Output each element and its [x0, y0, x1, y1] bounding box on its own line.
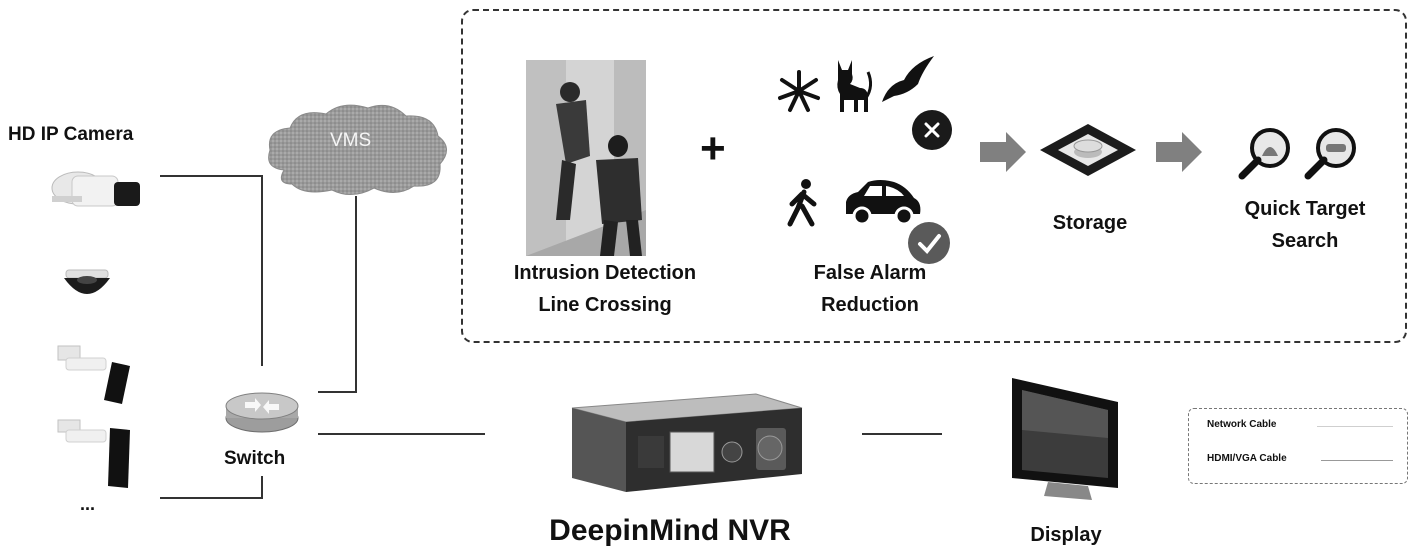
cat-icon [837, 60, 873, 112]
vms-label: VMS [330, 130, 372, 151]
magnifier-icon-2 [1304, 128, 1356, 180]
box-camera-icon-2 [57, 419, 130, 488]
x-circle-icon [912, 110, 952, 150]
nvr-label: DeepinMind NVR [549, 514, 791, 547]
walking-person-icon [787, 179, 817, 227]
magnifier-icon [1238, 128, 1290, 180]
right-arrow-icon-2 [1156, 132, 1202, 172]
search-line1: Quick Target [1244, 198, 1366, 220]
intrusion-line2: Line Crossing [538, 294, 672, 316]
plus-sign: + [700, 124, 726, 173]
check-circle-icon [908, 222, 950, 264]
cloud-icon [268, 104, 447, 195]
bullet-camera-icon [51, 171, 140, 207]
legend-network-label: Network Cable [1207, 419, 1277, 430]
box-camera-icon [57, 345, 130, 404]
car-icon [846, 180, 921, 226]
right-arrow-icon [980, 132, 1026, 172]
intrusion-line1: Intrusion Detection [513, 262, 697, 284]
dome-camera-icon [64, 269, 110, 294]
legend-hdmi-line [1321, 460, 1393, 461]
legend: Network Cable HDMI/VGA Cable [1188, 408, 1408, 484]
feature-panel [461, 9, 1407, 343]
storage-icon [1040, 124, 1136, 176]
plant-icon [778, 70, 820, 112]
storage-label: Storage [1052, 212, 1128, 234]
nvr-icon [571, 393, 803, 492]
switch-label: Switch [224, 448, 286, 469]
switch-icon [225, 392, 299, 433]
camera-title: HD IP Camera [8, 124, 134, 145]
monitor-icon [1012, 378, 1118, 500]
legend-network-line [1317, 426, 1393, 427]
display-label: Display [1030, 524, 1102, 546]
false-alarm-line2: Reduction [821, 294, 919, 316]
camera-more: ... [80, 494, 96, 514]
intrusion-photo [526, 60, 646, 256]
search-line2: Search [1271, 230, 1339, 252]
legend-hdmi-label: HDMI/VGA Cable [1207, 453, 1287, 464]
false-alarm-line1: False Alarm [813, 262, 927, 284]
bird-icon [882, 56, 934, 102]
